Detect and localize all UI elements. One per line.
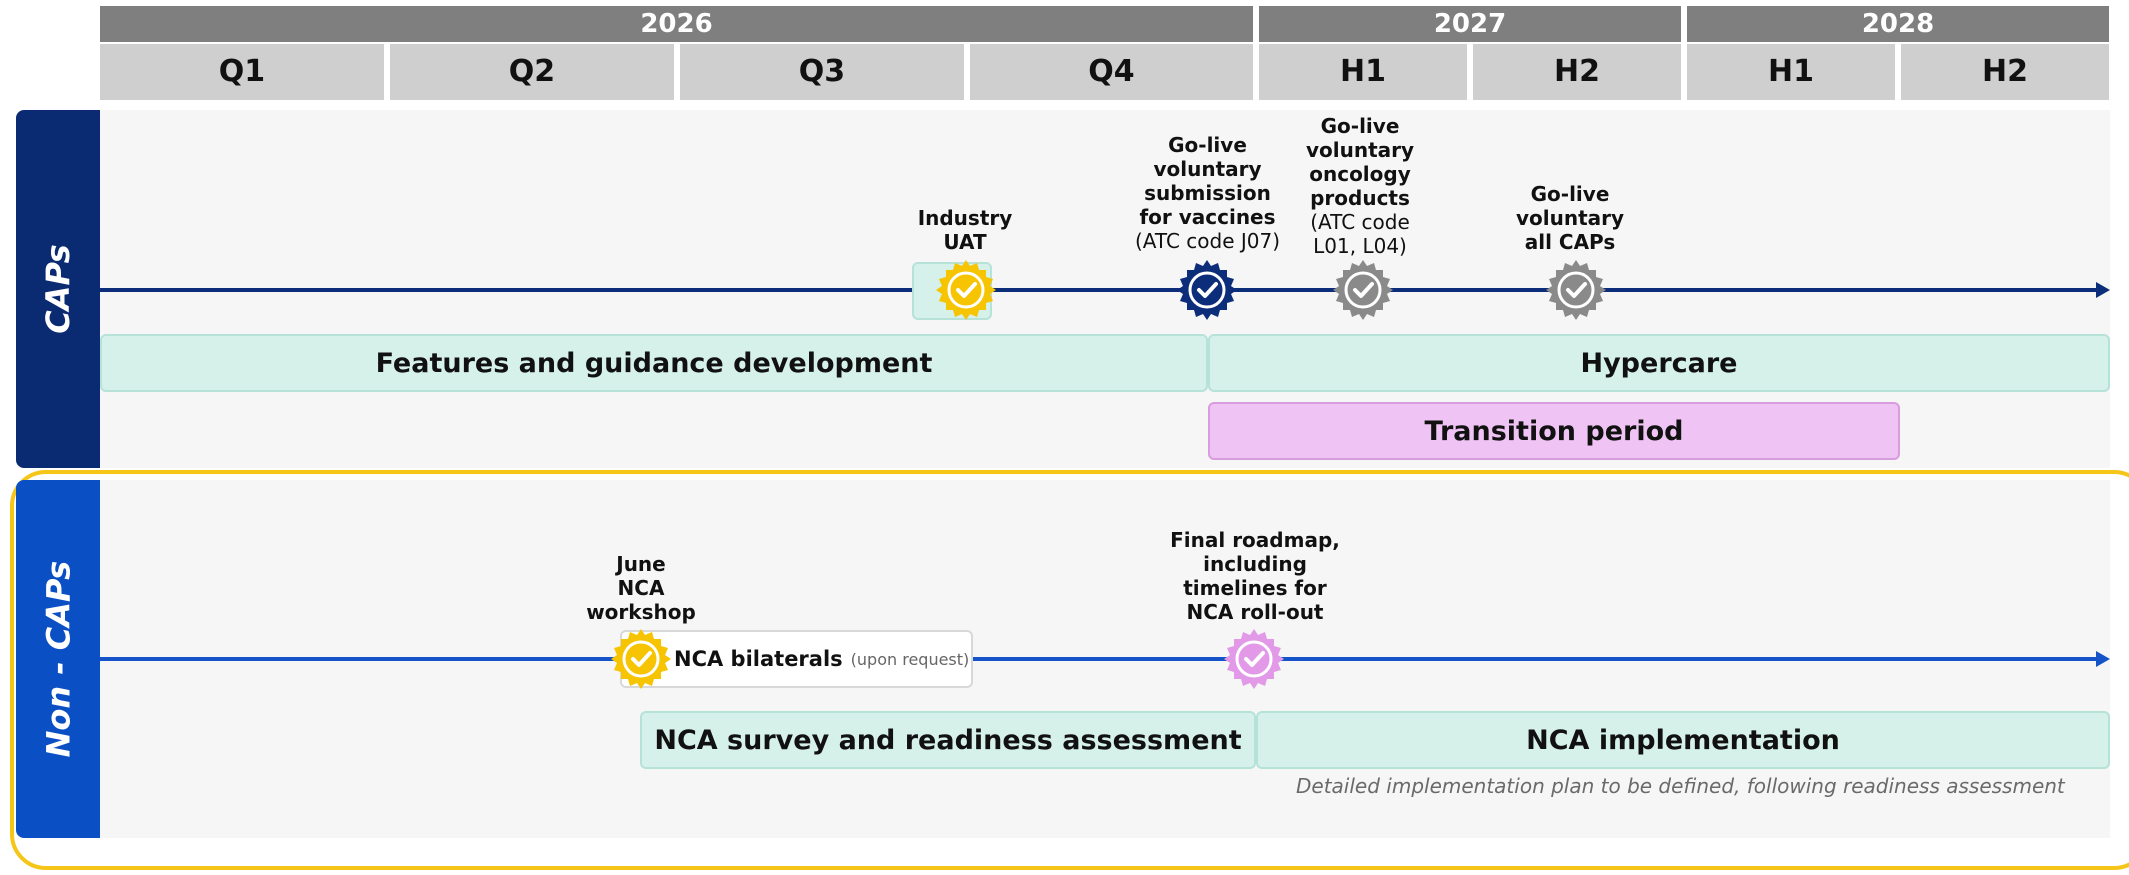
milestone-golive-oncology-label: Go-live voluntary oncology products (ATC… [1305, 114, 1415, 258]
caps-lane-title: CAPs [39, 244, 78, 334]
bar-nca-implementation: NCA implementation [1256, 711, 2110, 769]
caps-lane-label: CAPs [16, 110, 100, 468]
grey-check-badge-icon [1546, 260, 1606, 320]
navy-check-badge-icon [1177, 260, 1237, 320]
period-q1: Q1 [100, 44, 384, 100]
noncaps-highlight-frame [10, 470, 2129, 870]
implementation-footnote: Detailed implementation plan to be defin… [1296, 774, 2065, 798]
period-2027-h2: H2 [1473, 44, 1681, 100]
bar-transition-period: Transition period [1208, 402, 1900, 460]
yellow-check-badge-icon [936, 260, 996, 320]
milestone-golive-vaccines-label: Go-live voluntary submission for vaccine… [1134, 133, 1281, 253]
period-2028-h1: H1 [1687, 44, 1895, 100]
milestone-june-nca-workshop-label: June NCA workshop [586, 552, 696, 624]
period-q3: Q3 [680, 44, 964, 100]
year-2028: 2028 [1687, 6, 2109, 42]
period-q4: Q4 [970, 44, 1253, 100]
nca-bilaterals-callout: NCA bilaterals (upon request) [620, 630, 973, 688]
year-2026: 2026 [100, 6, 1253, 42]
grey-check-badge-icon [1333, 260, 1393, 320]
pink-check-badge-icon [1224, 629, 1284, 689]
noncaps-timeline-axis [100, 657, 2098, 661]
noncaps-lane-label: Non - CAPs [16, 480, 100, 838]
milestone-industry-uat-label: Industry UAT [917, 206, 1013, 254]
milestone-golive-all-caps-label: Go-live voluntary all CAPs [1515, 182, 1625, 254]
nca-bilaterals-note: (upon request) [850, 649, 970, 669]
milestone-final-roadmap-label: Final roadmap, including timelines for N… [1170, 528, 1340, 624]
period-2027-h1: H1 [1259, 44, 1467, 100]
bar-features-guidance: Features and guidance development [100, 334, 1208, 392]
bar-nca-survey: NCA survey and readiness assessment [640, 711, 1256, 769]
bar-hypercare: Hypercare [1208, 334, 2110, 392]
caps-timeline-axis [100, 288, 2098, 292]
year-2027: 2027 [1259, 6, 1681, 42]
yellow-check-badge-icon [611, 629, 671, 689]
noncaps-axis-arrow-icon [2096, 651, 2110, 667]
period-2028-h2: H2 [1901, 44, 2109, 100]
period-q2: Q2 [390, 44, 674, 100]
caps-axis-arrow-icon [2096, 282, 2110, 298]
nca-bilaterals-title: NCA bilaterals [674, 647, 843, 671]
noncaps-lane-title: Non - CAPs [39, 560, 77, 758]
